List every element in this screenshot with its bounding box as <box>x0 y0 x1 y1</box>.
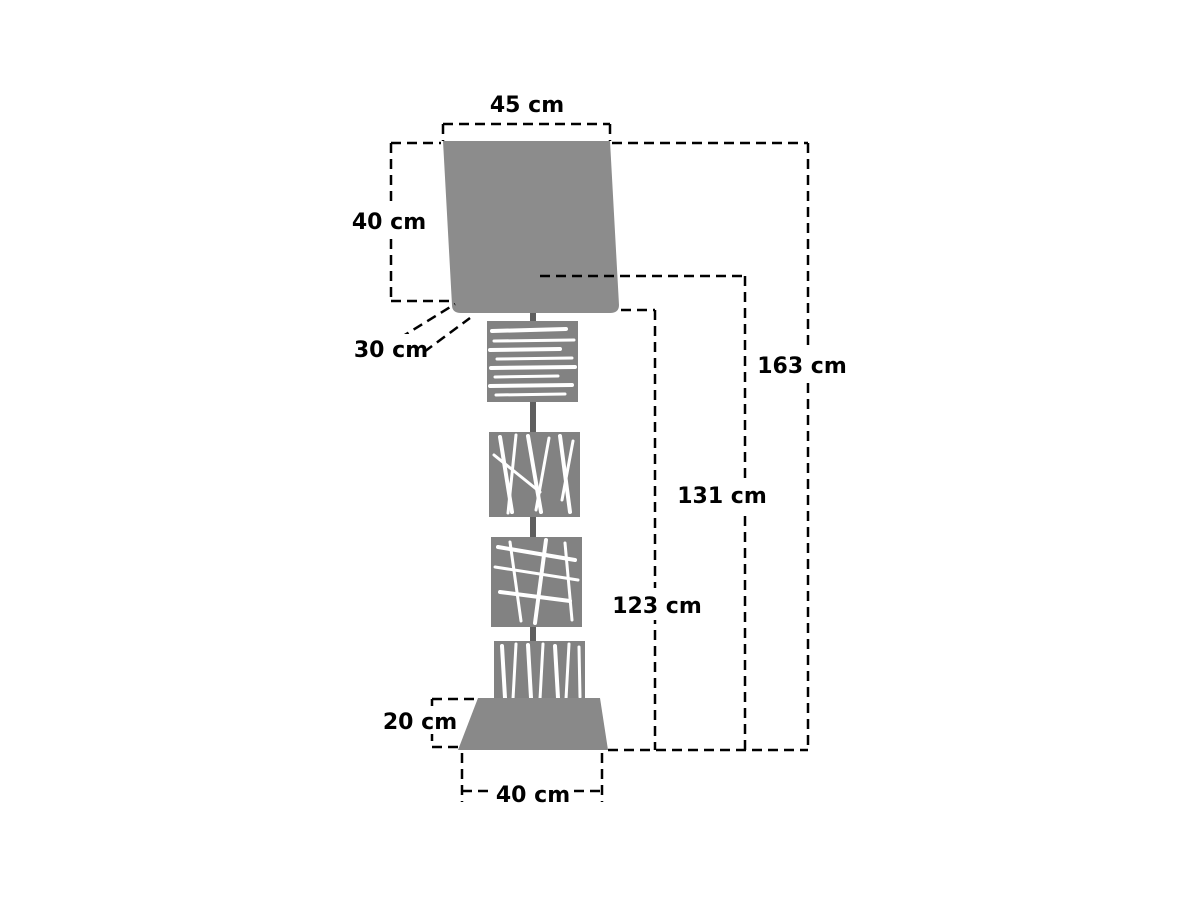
dim-base-height: 20 cm <box>383 697 478 749</box>
dim-shade-depth: 30 cm <box>354 302 471 363</box>
panel-2-sticks <box>492 433 575 515</box>
dimension-line <box>399 302 456 340</box>
lamp-panel-1 <box>487 321 578 402</box>
lamp-panel-3 <box>491 537 582 627</box>
dim-shade-height: 40 cm <box>352 141 449 303</box>
panel-1-sticks <box>488 327 577 397</box>
dim-socket-height: 131 cm <box>540 274 769 750</box>
label-bg <box>493 777 573 805</box>
label-bg <box>612 588 704 620</box>
label-shade-width: 45 cm <box>490 93 564 118</box>
dim-body-height: 123 cm <box>612 308 704 750</box>
label-socket-height: 131 cm <box>677 484 767 509</box>
dim-total-height: 163 cm <box>608 141 849 752</box>
lamp-shade <box>443 141 619 313</box>
label-bg <box>352 204 428 236</box>
dimension-line <box>423 316 471 354</box>
label-shade-height: 40 cm <box>352 210 426 235</box>
lamp-panel-2 <box>489 432 580 517</box>
label-bg <box>757 348 849 380</box>
panel-3-sticks <box>493 538 580 625</box>
label-shade-depth: 30 cm <box>354 338 428 363</box>
label-total-height: 163 cm <box>757 354 847 379</box>
dim-base-width: 40 cm <box>460 753 604 808</box>
label-bg <box>384 706 456 734</box>
panel-1-body <box>487 321 578 402</box>
label-bg <box>677 478 769 510</box>
lamp-base <box>458 698 608 750</box>
label-base-width: 40 cm <box>496 783 570 808</box>
dim-shade-width: 45 cm <box>441 93 612 141</box>
label-base-height: 20 cm <box>383 710 457 735</box>
lamp-panel-4 <box>494 641 585 702</box>
panel-4-sticks <box>500 642 582 701</box>
label-body-height: 123 cm <box>612 594 702 619</box>
label-bg <box>354 334 424 362</box>
